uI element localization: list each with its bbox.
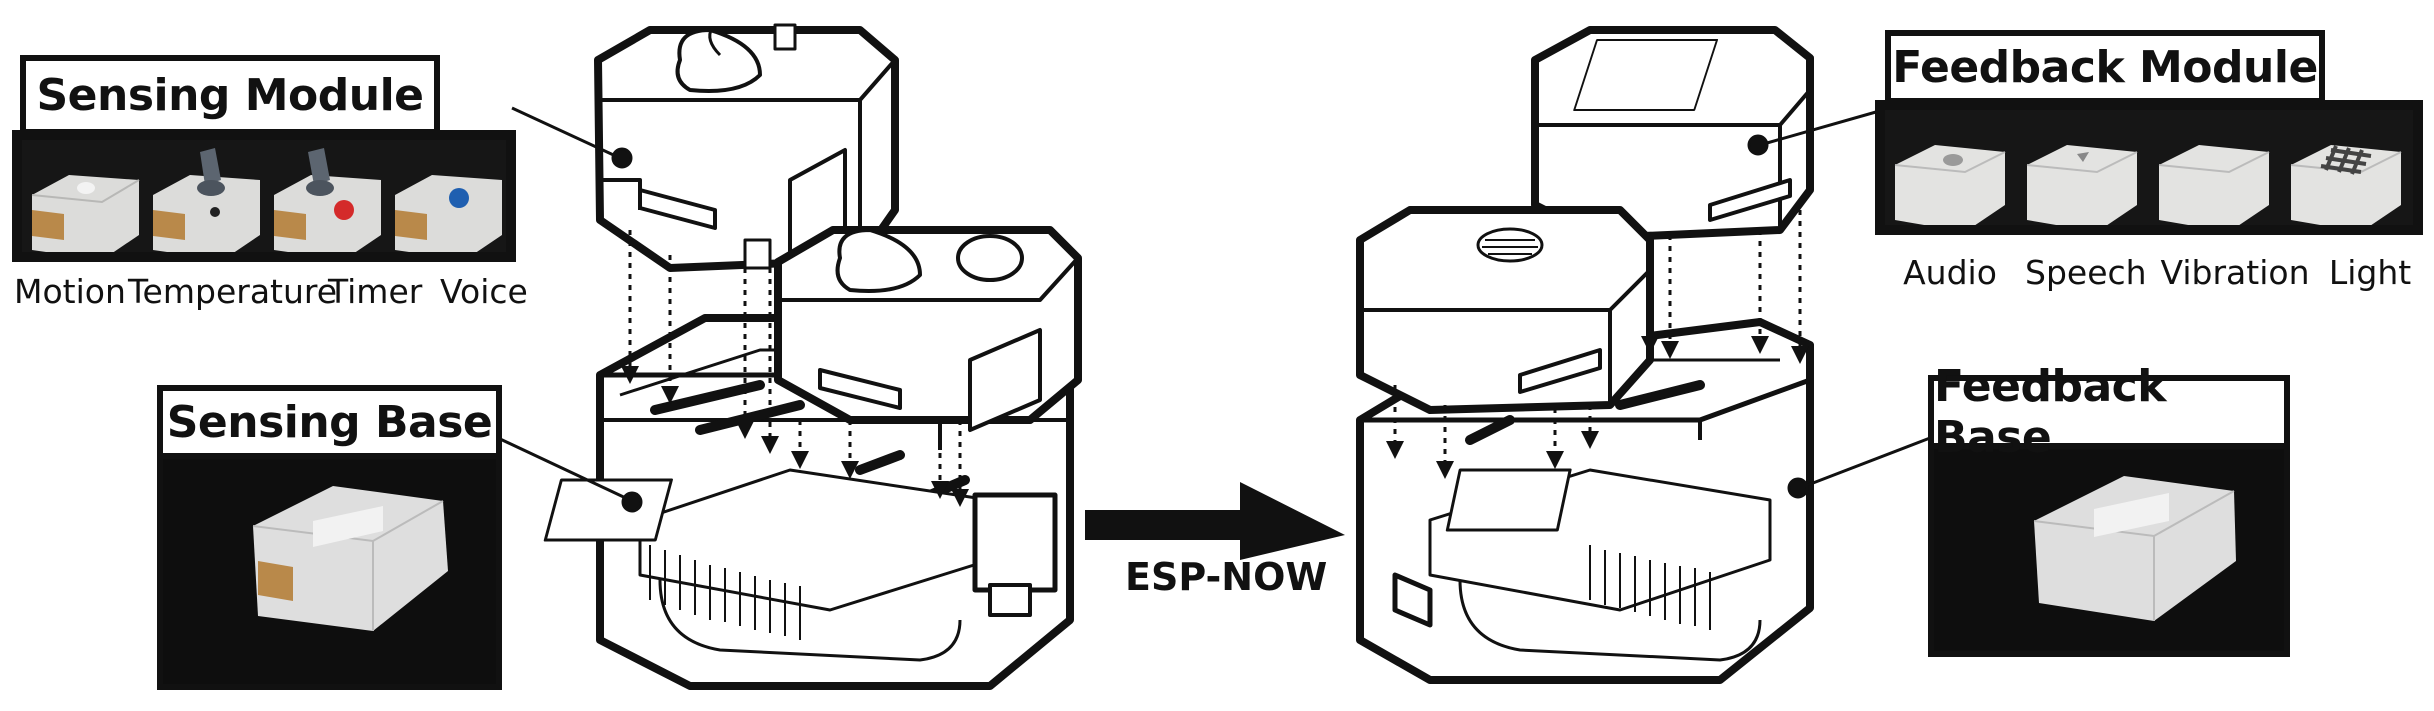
feedback-base-title: Feedback Base xyxy=(1928,375,2290,449)
feedback-module-title: Feedback Module xyxy=(1885,30,2325,104)
sensing-module-photos xyxy=(12,130,516,262)
vibration-module-photo xyxy=(2149,110,2281,225)
caption-speech: Speech xyxy=(2025,253,2145,292)
timer-sensor-photo xyxy=(264,140,385,252)
wireless-link-arrow xyxy=(1085,482,1345,560)
speech-module-photo xyxy=(2017,110,2149,225)
sensing-module-title: Sensing Module xyxy=(20,55,440,135)
caption-light: Light xyxy=(2320,253,2420,292)
caption-motion: Motion xyxy=(14,272,114,311)
caption-temperature: Temperature xyxy=(128,272,318,311)
caption-audio: Audio xyxy=(1895,253,2005,292)
caption-timer: Timer xyxy=(328,272,418,311)
feedback-module-photos xyxy=(1875,100,2423,235)
voice-sensor-photo xyxy=(385,140,506,252)
feedback-module-drawing-front xyxy=(1360,210,1650,410)
light-module-photo xyxy=(2281,110,2413,225)
caption-vibration: Vibration xyxy=(2160,253,2310,292)
sensing-base-title: Sensing Base xyxy=(157,385,502,459)
caption-voice: Voice xyxy=(440,272,520,311)
motion-sensor-photo xyxy=(22,140,143,252)
esp-now-label: ESP-NOW xyxy=(1125,555,1327,599)
audio-module-photo xyxy=(1885,110,2017,225)
temperature-sensor-photo xyxy=(143,140,264,252)
sensing-module-drawing-front xyxy=(778,230,1078,430)
